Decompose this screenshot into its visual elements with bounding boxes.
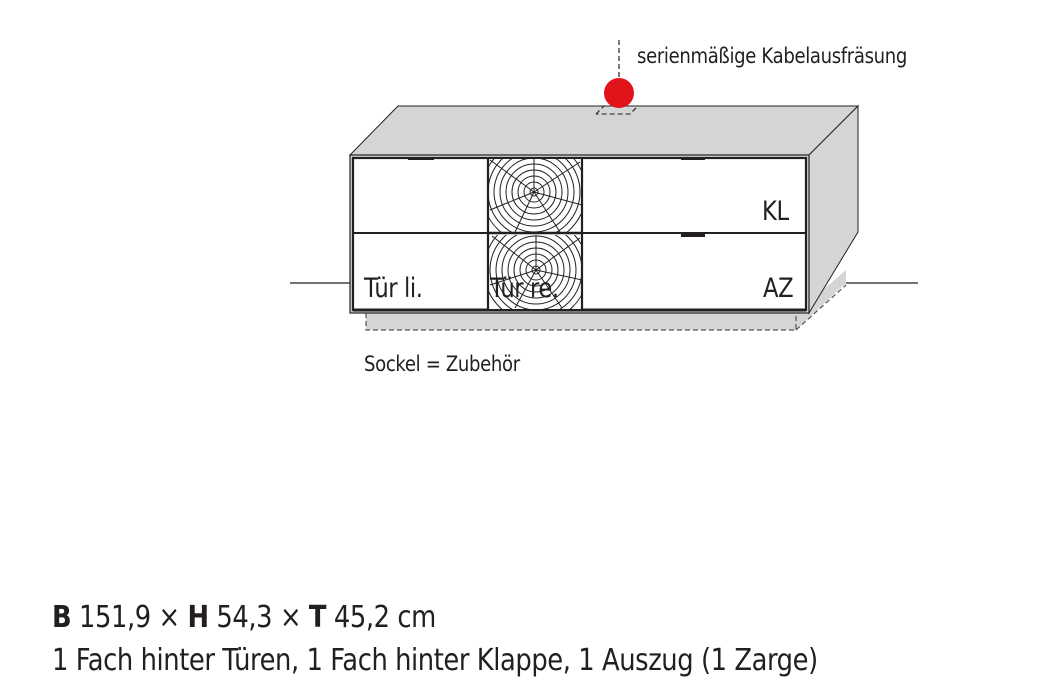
plinth-label: Sockel = Zubehör bbox=[364, 352, 520, 376]
handle-door-left bbox=[408, 157, 434, 160]
height-value: 54,3 bbox=[216, 600, 273, 635]
flap-label: KL bbox=[762, 196, 789, 227]
width-label: B bbox=[52, 600, 72, 635]
depth-label: T bbox=[308, 600, 327, 635]
wood-grain-door bbox=[486, 157, 584, 311]
dimensions-line: B 151,9 × H 54,3 × T 45,2 cm bbox=[52, 600, 436, 635]
door-left-label: Tür li. bbox=[364, 273, 423, 304]
depth-value: 45,2 bbox=[333, 600, 390, 635]
cable-marker-dot bbox=[604, 78, 634, 108]
width-value: 151,9 bbox=[79, 600, 151, 635]
handle-drawer bbox=[681, 234, 705, 237]
separator: × bbox=[279, 600, 302, 635]
plinth bbox=[365, 270, 847, 331]
cable-cutout-outline bbox=[595, 105, 640, 115]
top-face bbox=[348, 105, 860, 156]
door-right-label: Tür re. bbox=[490, 273, 559, 304]
description-line: 1 Fach hinter Türen, 1 Fach hinter Klapp… bbox=[52, 643, 818, 678]
separator: × bbox=[158, 600, 181, 635]
handle-flap bbox=[681, 157, 705, 160]
unit: cm bbox=[397, 600, 436, 635]
height-label: H bbox=[187, 600, 209, 635]
drawer-label: AZ bbox=[763, 273, 794, 304]
cable-cutout-label: serienmäßige Kabelausfräsung bbox=[637, 44, 907, 68]
